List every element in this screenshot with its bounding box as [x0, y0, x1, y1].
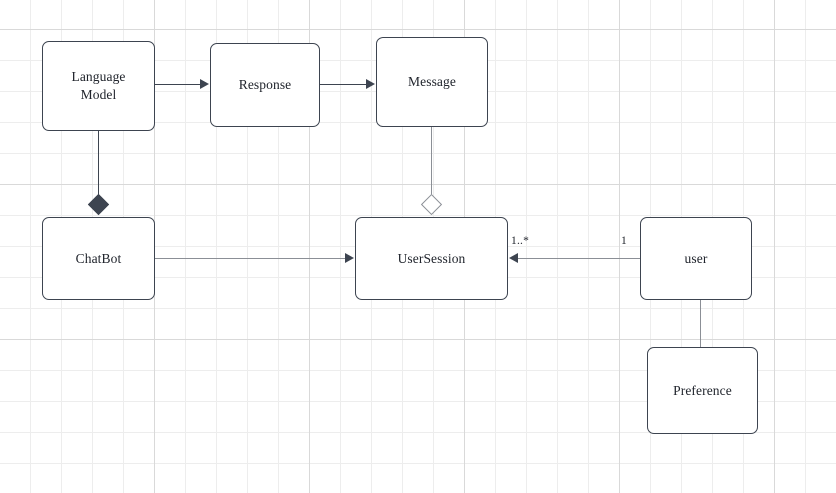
- node-usersession[interactable]: UserSession: [355, 217, 508, 300]
- edge-response-to-message: [320, 84, 367, 86]
- edge-languagemodel-to-response: [155, 84, 202, 86]
- arrowhead-usersession-right: [509, 253, 518, 263]
- node-label-language-model: Language Model: [71, 68, 125, 104]
- node-user[interactable]: user: [640, 217, 752, 300]
- edge-user-to-preference: [700, 300, 702, 348]
- edge-user-to-usersession: [518, 258, 640, 260]
- user-multiplicity-label: 1: [621, 235, 627, 247]
- arrowhead-usersession-left: [345, 253, 354, 263]
- node-preference[interactable]: Preference: [647, 347, 758, 434]
- arrowhead-message-left: [366, 79, 375, 89]
- aggregation-diamond-usersession: [420, 193, 443, 216]
- node-label-line1: Language: [71, 69, 126, 85]
- usersession-multiplicity-label: 1..*: [511, 235, 530, 247]
- edge-chatbot-to-usersession: [155, 258, 347, 260]
- edge-message-to-usersession: [431, 127, 433, 199]
- node-chatbot[interactable]: ChatBot: [42, 217, 155, 300]
- node-message[interactable]: Message: [376, 37, 488, 127]
- edge-languagemodel-to-chatbot: [98, 131, 100, 201]
- node-label-line2: Model: [80, 87, 117, 102]
- node-language-model[interactable]: Language Model: [42, 41, 155, 131]
- arrowhead-response-left: [200, 79, 209, 89]
- node-response[interactable]: Response: [210, 43, 320, 127]
- composition-diamond-chatbot: [87, 193, 110, 216]
